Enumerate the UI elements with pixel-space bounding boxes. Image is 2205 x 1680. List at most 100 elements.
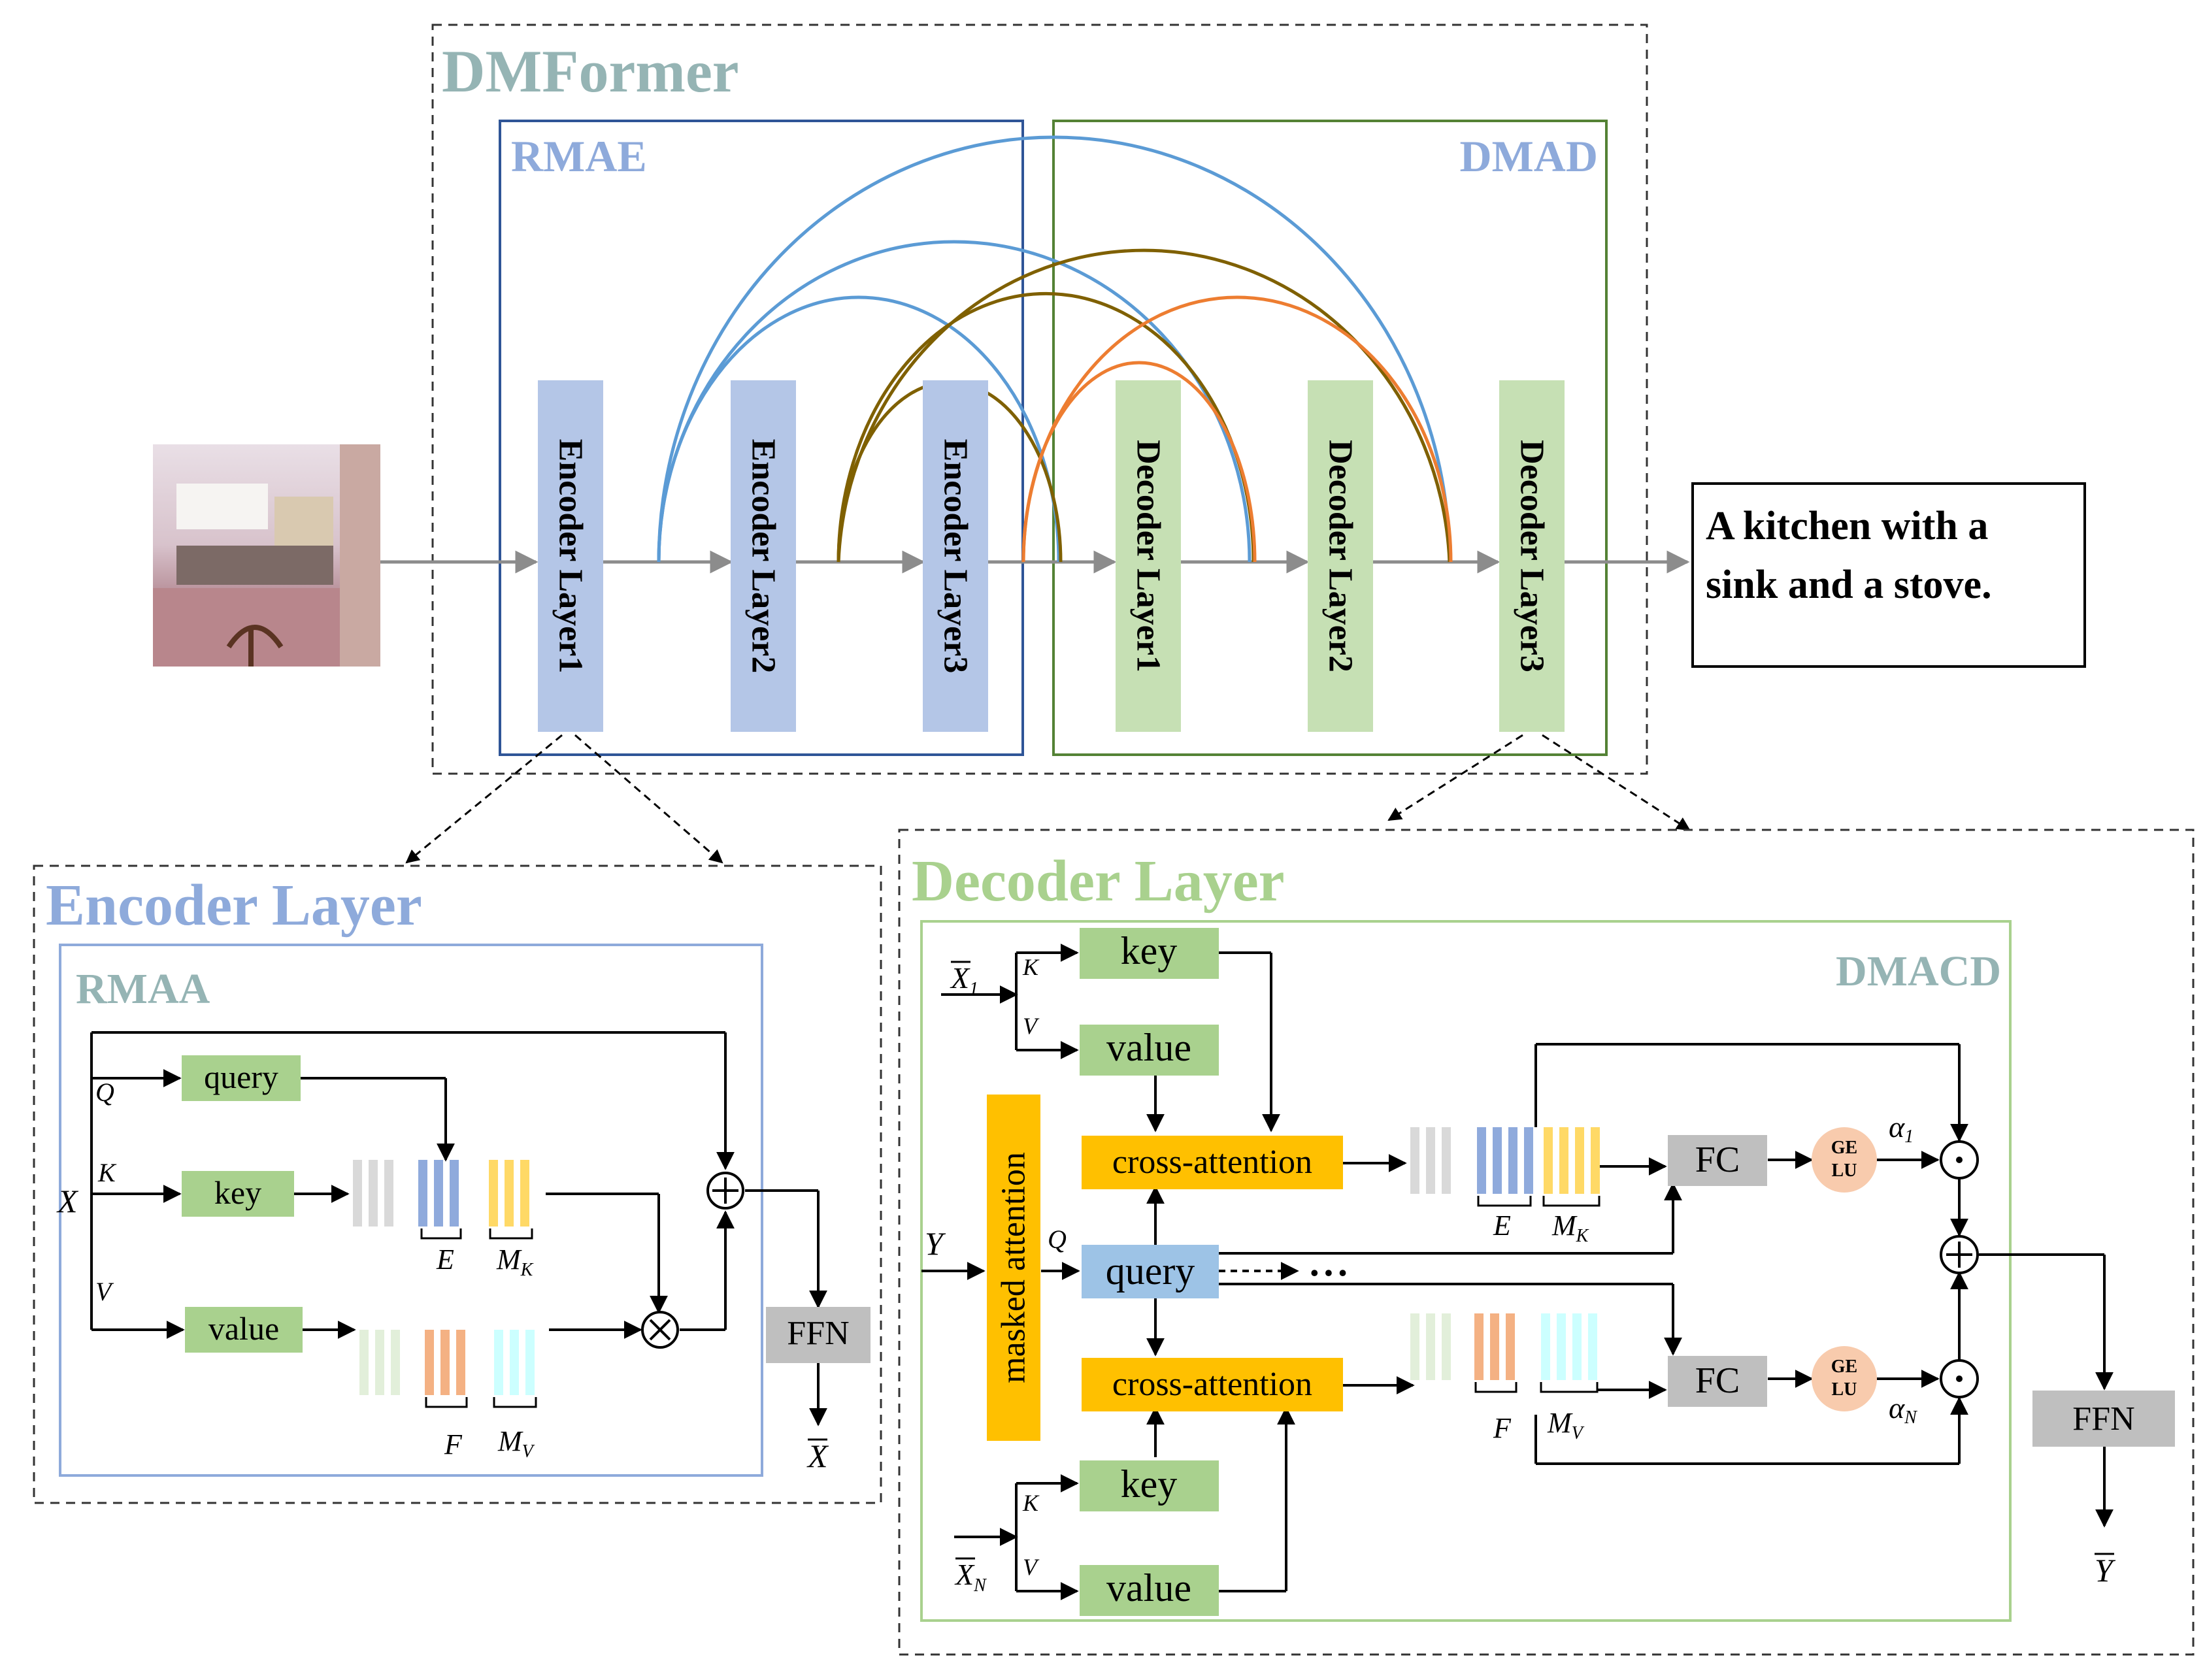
svg-text:FC: FC (1695, 1360, 1740, 1401)
svg-text:FFN: FFN (787, 1315, 849, 1352)
dec-q-label: Q (1048, 1225, 1067, 1254)
dec-kn-label: K (1022, 1490, 1040, 1516)
dmad-label: DMAD (1459, 131, 1598, 181)
dec-key-box-2[interactable]: key (1080, 1460, 1219, 1511)
svg-text:value: value (208, 1310, 279, 1347)
dec-x1-label: X1 (950, 961, 978, 999)
svg-text:query: query (204, 1059, 278, 1095)
svg-text:FC: FC (1695, 1140, 1740, 1180)
svg-text:Decoder Layer1: Decoder Layer1 (1130, 440, 1167, 672)
enc-mv-bracket (493, 1397, 537, 1408)
caption-box (1691, 482, 2086, 668)
svg-text:Decoder Layer3: Decoder Layer3 (1514, 440, 1551, 672)
dmformer-frame (431, 24, 1648, 775)
enc-v-label: V (95, 1277, 114, 1306)
dec-dots: • • • (1310, 1260, 1347, 1286)
encoder-panel-title: Encoder Layer (46, 873, 422, 938)
dec-e-label: E (1493, 1210, 1511, 1242)
dec-value-box-1[interactable]: value (1080, 1025, 1219, 1076)
svg-text:Encoder Layer2: Encoder Layer2 (745, 439, 782, 674)
encoder-layer-3[interactable]: Encoder Layer3 (923, 380, 988, 732)
decoder-layer-1[interactable]: Decoder Layer1 (1116, 380, 1181, 732)
dec-alphan-label: αN (1889, 1391, 1917, 1428)
rmae-frame (499, 120, 1024, 756)
encoder-layer-2[interactable]: Encoder Layer2 (731, 380, 796, 732)
svg-text:FFN: FFN (2072, 1400, 2134, 1438)
enc-value-feature-stripes (359, 1330, 535, 1395)
enc-f-bracket (425, 1397, 468, 1408)
svg-text:LU: LU (1832, 1161, 1857, 1181)
dec-mv-bracket (1540, 1382, 1599, 1393)
svg-text:Encoder Layer1: Encoder Layer1 (552, 439, 589, 674)
svg-text:key: key (214, 1174, 261, 1211)
dec-k1-label: K (1022, 954, 1040, 980)
dec-cross-attention-box-2[interactable]: cross-attention (1082, 1358, 1343, 1411)
svg-text:value: value (1106, 1026, 1191, 1069)
dec-odot-node-2 (1940, 1359, 1979, 1398)
enc-mv-label: MV (497, 1425, 535, 1462)
enc-k-label: K (97, 1158, 117, 1187)
dec-gelu-node-2: GE LU (1812, 1346, 1877, 1411)
encoder-panel-frame (33, 865, 882, 1504)
decoder-panel-wires (921, 944, 2114, 1600)
enc-query-box[interactable]: query (182, 1055, 301, 1101)
enc-q-label: Q (95, 1078, 114, 1107)
svg-text:LU: LU (1832, 1379, 1857, 1400)
dec-odot-node-1 (1940, 1140, 1979, 1179)
enc-mk-bracket (489, 1228, 533, 1240)
enc-mk-label: MK (496, 1244, 534, 1280)
dec-gelu-node-1: GE LU (1812, 1127, 1877, 1193)
dec-query-box[interactable]: query (1082, 1245, 1219, 1298)
dec-cross-attention-box-1[interactable]: cross-attention (1082, 1136, 1343, 1189)
dmacd-label: DMACD (1836, 947, 2001, 995)
decoder-layer-2[interactable]: Decoder Layer2 (1308, 380, 1373, 732)
dec-key-feature-stripes (1410, 1127, 1600, 1194)
svg-text:masked attention: masked attention (995, 1152, 1033, 1383)
rmae-label: RMAE (511, 131, 647, 181)
svg-text:cross-attention: cross-attention (1112, 1144, 1312, 1181)
enc-ffn-box[interactable]: FFN (766, 1307, 870, 1363)
enc-e-label: E (436, 1244, 454, 1276)
dec-mk-label: MK (1551, 1210, 1589, 1246)
dmad-frame (1052, 120, 1608, 756)
enc-add-node (706, 1172, 744, 1210)
enc-key-box[interactable]: key (182, 1171, 294, 1217)
dec-value-feature-stripes (1410, 1313, 1597, 1380)
expansion-arrows (405, 734, 1691, 864)
dec-fc-box-1[interactable]: FC (1668, 1135, 1767, 1186)
dec-value-box-2[interactable]: value (1080, 1565, 1219, 1616)
svg-text:query: query (1106, 1249, 1195, 1293)
dec-mv-label: MV (1547, 1407, 1585, 1443)
enc-value-box[interactable]: value (185, 1307, 303, 1353)
dec-mk-bracket (1542, 1196, 1600, 1207)
decoder-panel-frame (898, 829, 2195, 1656)
encoder-layer-1[interactable]: Encoder Layer1 (538, 380, 603, 732)
enc-key-feature-stripes (353, 1160, 529, 1227)
decoder-layer-3[interactable]: Decoder Layer3 (1499, 380, 1565, 732)
rmaa-frame (59, 944, 763, 1477)
dec-v1-label: V (1023, 1013, 1040, 1039)
kitchen-image (153, 444, 380, 667)
dec-xn-label: XN (954, 1558, 987, 1596)
enc-f-label: F (444, 1428, 463, 1460)
svg-text:Decoder Layer2: Decoder Layer2 (1322, 440, 1359, 672)
dec-key-box-1[interactable]: key (1080, 928, 1219, 979)
dec-alpha1-label: α1 (1889, 1110, 1914, 1147)
dec-fc-box-2[interactable]: FC (1668, 1356, 1767, 1407)
dec-masked-attention-box[interactable]: masked attention (987, 1095, 1040, 1441)
skip-connection-arcs (657, 135, 1453, 563)
svg-text:Encoder Layer3: Encoder Layer3 (937, 439, 974, 674)
caption-line-1: A kitchen with a (1706, 504, 1988, 548)
dec-ffn-box[interactable]: FFN (2032, 1391, 2175, 1447)
dec-f-bracket (1474, 1382, 1517, 1393)
decoder-panel-title: Decoder Layer (912, 849, 1285, 914)
dmformer-title: DMFormer (442, 38, 739, 105)
enc-output-label: X (806, 1438, 829, 1474)
dec-f-label: F (1493, 1412, 1512, 1444)
rmaa-label: RMAA (76, 965, 210, 1013)
enc-x-label: X (56, 1183, 79, 1219)
enc-multiply-node (641, 1311, 679, 1349)
dec-vn-label: V (1023, 1554, 1040, 1580)
enc-e-bracket (420, 1228, 462, 1240)
